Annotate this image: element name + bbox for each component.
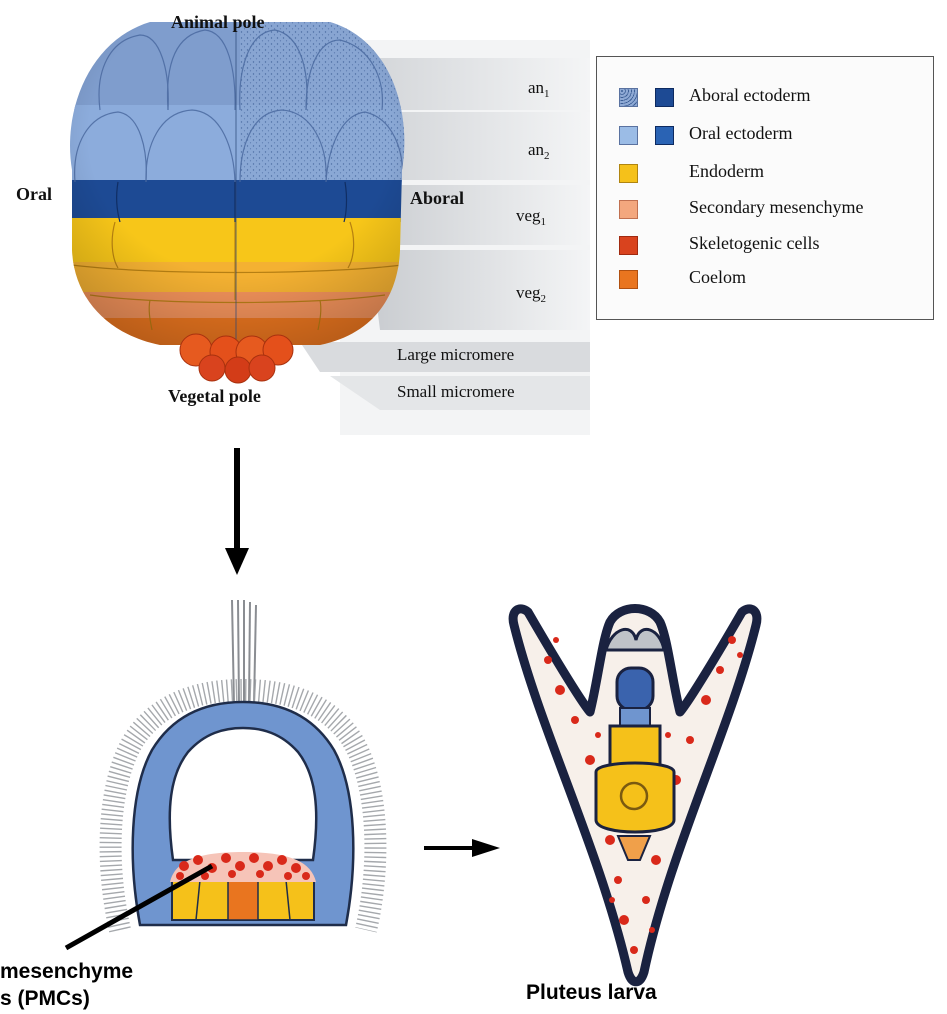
tier-veg2-label: veg2 (516, 283, 546, 303)
pmc-label-line2: s (PMCs) (0, 987, 90, 1011)
pluteus-larva-label: Pluteus larva (526, 981, 657, 1005)
legend-swatch-light (619, 88, 638, 107)
small-micromere-label: Small micromere (397, 382, 515, 402)
micromeres (180, 334, 293, 383)
oral-label: Oral (16, 184, 52, 205)
legend: Aboral ectoderm Oral ectoderm Endoderm S… (596, 56, 934, 320)
legend-label: Oral ectoderm (689, 123, 792, 144)
legend-swatch-light (619, 126, 638, 145)
legend-swatch (619, 200, 638, 219)
legend-swatch-dark (655, 88, 674, 107)
legend-item: Oral ectoderm (597, 123, 933, 145)
tier-an1-label: an1 (528, 78, 550, 98)
legend-item: Secondary mesenchyme (597, 197, 933, 219)
down-arrow (225, 448, 249, 575)
legend-swatch (619, 164, 638, 183)
legend-item: Coelom (597, 267, 933, 289)
legend-label: Secondary mesenchyme (689, 197, 863, 218)
large-micromere-label: Large micromere (397, 345, 514, 365)
legend-swatch (619, 236, 638, 255)
blastula-diagram (66, 600, 375, 948)
legend-label: Coelom (689, 267, 746, 288)
animal-pole-label: Animal pole (171, 12, 265, 33)
aboral-label: Aboral (410, 188, 464, 209)
legend-item: Skeletogenic cells (597, 233, 933, 255)
legend-swatch (619, 270, 638, 289)
right-arrow (424, 839, 500, 857)
legend-label: Skeletogenic cells (689, 233, 819, 254)
legend-swatch-dark (655, 126, 674, 145)
pmc-label-line1: mesenchyme (0, 960, 133, 984)
tier-veg1-label: veg1 (516, 206, 546, 226)
legend-item: Endoderm (597, 161, 933, 183)
legend-label: Endoderm (689, 161, 764, 182)
legend-label: Aboral ectoderm (689, 85, 810, 106)
tier-an2-label: an2 (528, 140, 550, 160)
legend-item: Aboral ectoderm (597, 85, 933, 107)
vegetal-pole-label: Vegetal pole (168, 386, 261, 407)
pluteus-larva-diagram (513, 609, 757, 982)
